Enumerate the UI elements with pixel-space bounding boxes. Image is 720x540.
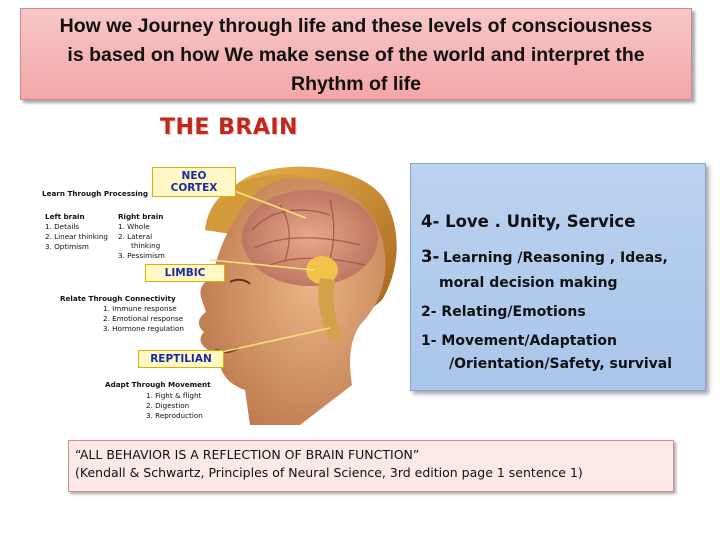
title-line-2: is based on how We make sense of the wor…	[67, 44, 645, 66]
right-brain-item: 2. Lateral	[118, 232, 153, 241]
head-illustration	[198, 166, 397, 425]
movement-item: 3. Reproduction	[146, 411, 203, 420]
left-brain-item: 1. Details	[45, 222, 80, 231]
limbic-label: LIMBIC	[145, 264, 225, 282]
level-2: 2- Relating/Emotions	[421, 304, 586, 320]
connectivity-item: 1. Immune response	[103, 304, 177, 313]
level-3-continued: moral decision making	[439, 275, 618, 291]
level-1: 1- Movement/Adaptation	[421, 333, 617, 349]
connectivity-item: 3. Hormone regulation	[103, 324, 184, 333]
left-brain-item: 2. Linear thinking	[45, 232, 108, 241]
movement-heading: Adapt Through Movement	[105, 380, 211, 389]
brain-figure: NEO CORTEX LIMBIC REPTILIAN Learn Throug…	[30, 160, 420, 425]
level-3-text: Learning /Reasoning , Ideas,	[443, 250, 668, 266]
connectivity-heading: Relate Through Connectivity	[60, 294, 176, 303]
neo-cortex-label: NEO CORTEX	[152, 167, 236, 197]
levels-box: 4- Love . Unity, Service 3- Learning /Re…	[410, 163, 706, 391]
neo-cortex-line-2: CORTEX	[170, 182, 218, 194]
reptilian-pointer	[207, 327, 331, 356]
limbic-pointer	[209, 259, 315, 271]
right-brain-item: thinking	[131, 241, 161, 250]
right-brain-item: 1. Whole	[118, 222, 150, 231]
level-4: 4- Love . Unity, Service	[421, 212, 636, 231]
left-brain-item: 3. Optimism	[45, 242, 89, 251]
left-brain-heading: Left brain	[45, 212, 85, 221]
movement-item: 1. Fight & flight	[146, 391, 202, 400]
reptilian-label: REPTILIAN	[138, 350, 224, 368]
right-brain-heading: Right brain	[118, 212, 164, 221]
title-banner: How we Journey through life and these le…	[20, 8, 692, 100]
brain-heading: THE BRAIN	[160, 115, 298, 140]
title-line-1: How we Journey through life and these le…	[59, 15, 653, 37]
quote-box: “ALL BEHAVIOR IS A REFLECTION OF BRAIN F…	[68, 440, 674, 492]
processing-heading: Learn Through Processing	[42, 189, 149, 198]
title-line-3: Rhythm of life	[291, 73, 421, 95]
right-brain-item: 3. Pessimism	[118, 251, 165, 260]
level-3-number: 3-	[421, 247, 440, 266]
level-1-continued: /Orientation/Safety, survival	[449, 356, 673, 372]
movement-item: 2. Digestion	[146, 401, 190, 410]
quote-citation: (Kendall & Schwartz, Principles of Neura…	[75, 465, 583, 480]
connectivity-item: 2. Emotional response	[103, 314, 184, 323]
neo-cortex-line-1: NEO	[181, 170, 207, 182]
quote-text: “ALL BEHAVIOR IS A REFLECTION OF BRAIN F…	[75, 447, 420, 462]
